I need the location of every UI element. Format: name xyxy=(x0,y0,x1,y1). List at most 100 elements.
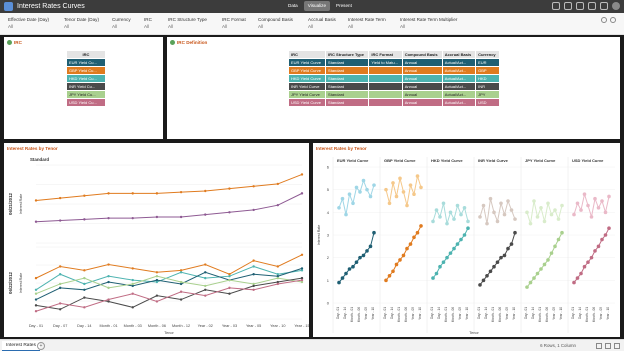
data-point xyxy=(365,187,369,192)
table-row[interactable]: JPY Yield Cu... xyxy=(66,90,106,99)
irc-cell[interactable]: USD Yield Cu... xyxy=(66,98,106,107)
filter-actions xyxy=(601,17,616,23)
preview-icon[interactable] xyxy=(588,2,596,10)
info-icon[interactable] xyxy=(601,17,607,23)
table-cell: Actual/Act... xyxy=(441,82,477,91)
irc-cell[interactable]: GBP Yield Cu... xyxy=(66,66,106,75)
data-point xyxy=(354,260,359,264)
data-point xyxy=(431,219,435,224)
grid-view-icon[interactable] xyxy=(596,343,602,349)
fit-icon[interactable] xyxy=(605,343,611,349)
data-point xyxy=(252,259,255,262)
x-tick-label: Month - 06 xyxy=(357,307,361,322)
irc-table-body: EUR Yield Cu...GBP Yield Cu...HKD Yield … xyxy=(66,58,106,107)
more-icon[interactable] xyxy=(610,17,616,23)
data-point xyxy=(252,288,255,292)
filter-tenor-date[interactable]: Tenor Date (Day)All xyxy=(64,17,99,29)
data-point xyxy=(358,255,362,260)
data-point xyxy=(589,215,594,219)
data-point xyxy=(228,292,231,295)
x-tick-label: Year - 15 xyxy=(294,324,309,328)
undo-icon[interactable] xyxy=(552,2,560,10)
data-point xyxy=(276,273,280,276)
menu-icon[interactable] xyxy=(600,2,608,10)
data-point xyxy=(478,215,482,219)
data-point xyxy=(495,260,500,264)
data-point xyxy=(340,196,345,201)
data-point xyxy=(546,201,550,206)
column-header[interactable]: IRC xyxy=(287,50,327,59)
data-point xyxy=(481,203,486,208)
y-tick-label: 2 xyxy=(327,255,330,260)
irc-cell[interactable]: EUR Yield Cu... xyxy=(66,58,106,67)
data-point xyxy=(300,267,304,270)
data-point xyxy=(466,219,470,224)
irc-cell[interactable]: HKD Yield Cu... xyxy=(66,74,106,83)
data-point xyxy=(204,263,207,266)
x-tick-label: Day - 01 xyxy=(477,307,481,319)
x-tick-label: Day - 01 xyxy=(571,307,575,319)
data-point xyxy=(58,286,62,290)
data-point xyxy=(391,181,395,185)
x-tick-label: Month - 03 xyxy=(124,324,142,328)
data-point xyxy=(83,194,86,197)
bottom-bar: Interest Rates + 6 Rows, 1 Column xyxy=(0,339,624,351)
table-row[interactable]: GBP Yield Cu... xyxy=(66,66,106,75)
irc-cell[interactable]: JPY Yield Cu... xyxy=(66,90,106,99)
data-point xyxy=(344,271,348,276)
user-avatar-icon[interactable] xyxy=(612,2,620,10)
column-header[interactable]: Accrual Basis xyxy=(441,50,477,59)
data-point xyxy=(384,187,388,192)
irc-cell[interactable]: INR Yield Cu... xyxy=(66,82,106,91)
table-row[interactable]: INR Yield Cu... xyxy=(66,82,106,91)
x-tick-label: Year - 10 xyxy=(465,307,469,320)
table-row[interactable]: EUR Yield Cu... xyxy=(66,58,106,67)
data-point xyxy=(34,220,38,223)
table-row[interactable]: USD Yield Cu... xyxy=(66,98,106,107)
data-point xyxy=(431,276,435,280)
column-header[interactable]: Currency xyxy=(475,50,500,59)
table-row[interactable]: HKD Yield Cu... xyxy=(66,74,106,83)
filter-effective-date[interactable]: Effective Date (Day)All xyxy=(8,17,50,29)
data-point xyxy=(107,286,110,290)
table-cell: Actual/Act... xyxy=(441,90,477,99)
column-header[interactable]: IRC Structure Type xyxy=(325,50,370,59)
save-icon[interactable] xyxy=(576,2,584,10)
data-point xyxy=(384,278,388,283)
tab-data[interactable]: Data xyxy=(288,3,298,8)
data-point xyxy=(107,298,110,301)
add-sheet-button[interactable]: + xyxy=(37,342,45,350)
data-point xyxy=(593,249,597,253)
data-point xyxy=(107,263,110,266)
column-header[interactable]: IRC Format xyxy=(368,50,403,59)
data-point xyxy=(34,276,38,280)
x-tick-label: Month - 01 xyxy=(99,324,117,328)
table-cell xyxy=(368,74,403,83)
data-point xyxy=(596,244,601,249)
redo-icon[interactable] xyxy=(564,2,572,10)
x-tick-label: Day - 14 xyxy=(578,307,582,319)
tab-present[interactable]: Present xyxy=(336,3,352,8)
tab-visualize[interactable]: Visualize xyxy=(303,1,331,11)
sheet-tab-interest-rates[interactable]: Interest Rates xyxy=(2,341,40,351)
zoom-icon[interactable] xyxy=(614,343,620,349)
data-point xyxy=(155,192,159,195)
series-line xyxy=(35,254,303,279)
column-header[interactable]: Compound Basis xyxy=(401,50,443,59)
data-point xyxy=(228,286,231,290)
